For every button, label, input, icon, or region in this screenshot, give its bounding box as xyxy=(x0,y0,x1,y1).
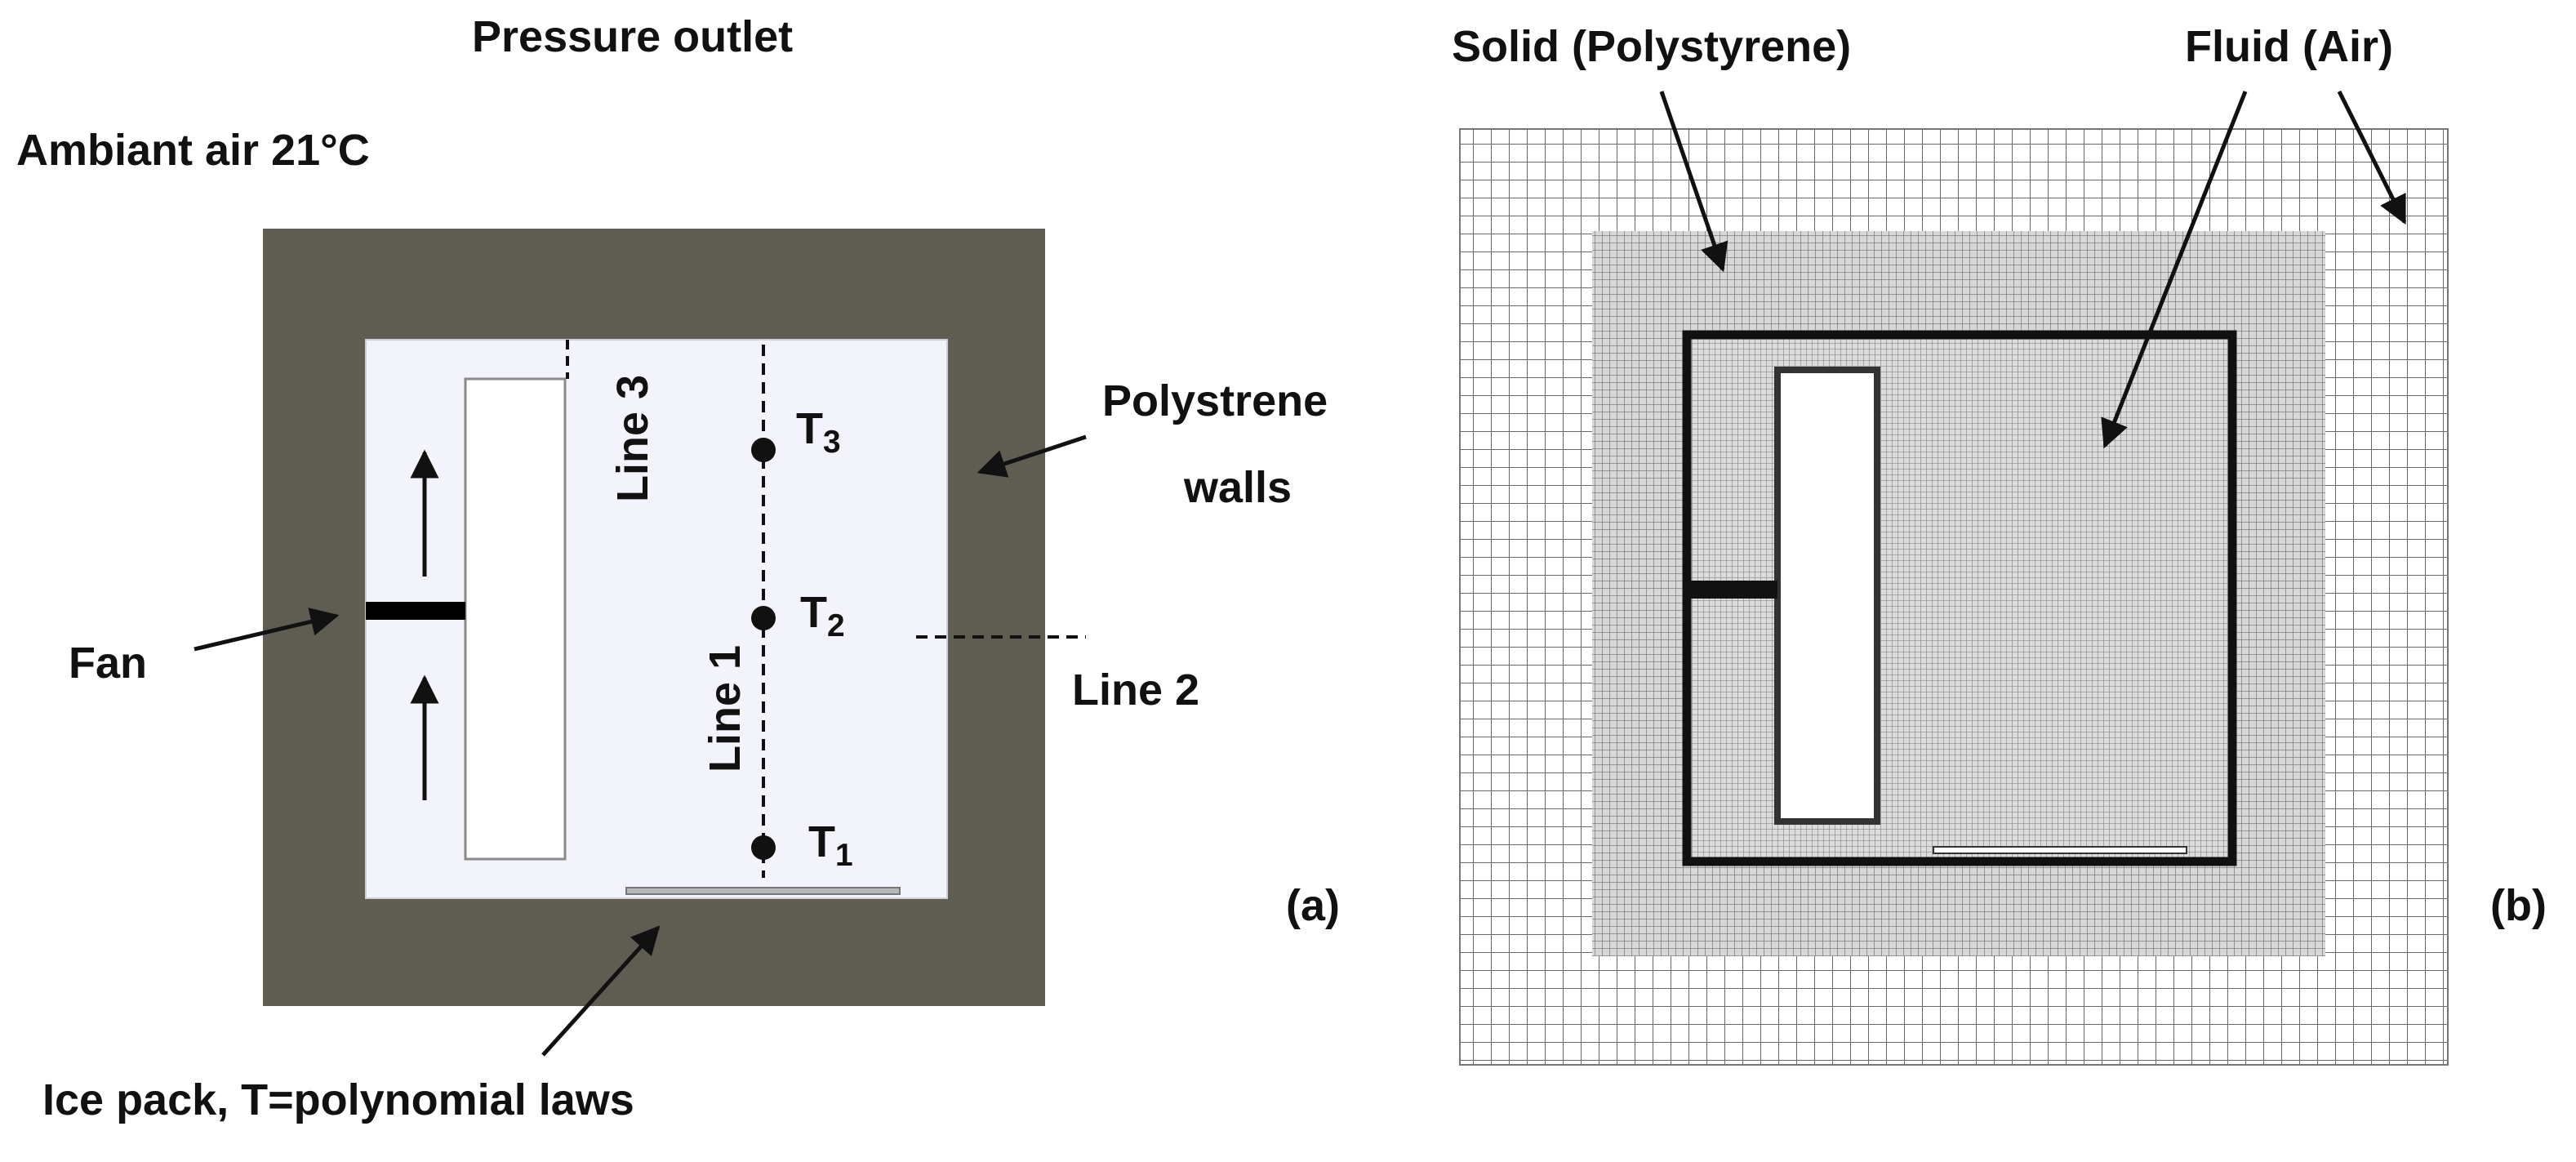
arrow-walls xyxy=(977,434,1087,478)
probe-t2 xyxy=(751,606,776,630)
ambient-air-label: Ambiant air 21°C xyxy=(16,126,370,175)
arrow-solid xyxy=(1659,91,1728,273)
polystyrene-walls-label-2: walls xyxy=(1184,463,1292,512)
panel-a xyxy=(194,229,1087,1057)
solid-label: Solid (Polystyrene) xyxy=(1452,22,1852,71)
ice-pack-label: Ice pack, T=polynomial laws xyxy=(42,1075,634,1124)
mesh-plate xyxy=(1774,367,1880,825)
t2-label: T2 xyxy=(800,588,845,642)
pressure-outlet-label: Pressure outlet xyxy=(472,12,794,61)
t3-label: T3 xyxy=(796,404,841,458)
t2-label-main: T xyxy=(800,588,827,637)
arrow-fluid-outer xyxy=(2337,90,2407,225)
t1-label-sub: 1 xyxy=(835,837,853,873)
arrow-fluid-inner xyxy=(2101,91,2248,449)
line3-label: Line 3 xyxy=(608,374,657,503)
panel-b xyxy=(1459,90,2449,1066)
ice-pack xyxy=(625,887,901,895)
fan-label: Fan xyxy=(69,639,148,688)
arrow-ice-pack xyxy=(541,925,661,1057)
t1-label-main: T xyxy=(808,817,835,866)
line1-label: Line 1 xyxy=(701,644,750,773)
probe-t3 xyxy=(751,438,776,462)
arrow-fan xyxy=(194,608,340,652)
t1-label: T1 xyxy=(808,817,853,871)
panel-a-label: (a) xyxy=(1286,881,1340,930)
panel-b-label: (b) xyxy=(2490,881,2547,930)
line2-label: Line 2 xyxy=(1072,666,1200,715)
polystyrene-walls-label-1: Polystrene xyxy=(1102,376,1328,425)
t2-label-sub: 2 xyxy=(827,608,845,643)
plate xyxy=(464,377,567,861)
probe-t1 xyxy=(751,835,776,860)
t3-label-sub: 3 xyxy=(823,424,841,460)
fluid-label: Fluid (Air) xyxy=(2185,22,2393,71)
t3-label-main: T xyxy=(796,404,823,453)
mesh-ice-pack xyxy=(1933,846,2187,854)
